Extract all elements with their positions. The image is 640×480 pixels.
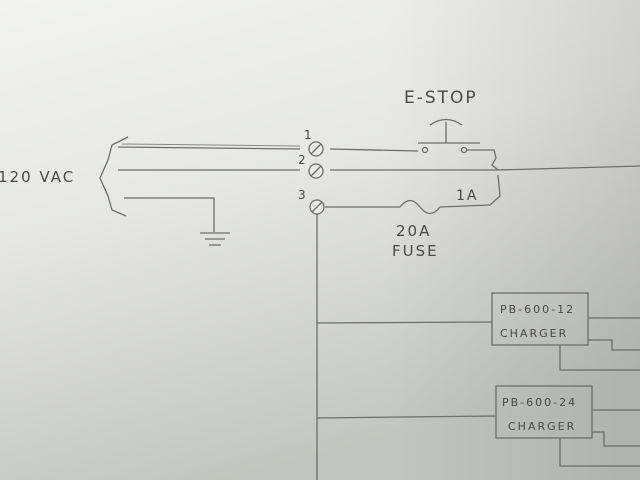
wire-line-1 <box>117 146 419 152</box>
charger-1-model: PB-600-12 <box>500 303 575 316</box>
ground-icon <box>200 232 230 246</box>
fuse-word-label: FUSE <box>392 242 439 260</box>
charger-2-model: PB-600-24 <box>502 396 577 409</box>
charger-2-kind: CHARGER <box>508 420 576 433</box>
wire-to-charger-1 <box>316 321 493 324</box>
terminal-number-1: 1 <box>304 128 314 142</box>
wire-charger-1-out <box>559 317 640 371</box>
supply-brace <box>99 136 129 217</box>
terminal-number-2: 2 <box>298 153 308 167</box>
screw-terminal-icon <box>308 141 324 157</box>
wire-line-1-upper <box>121 143 301 147</box>
wire-ground <box>124 197 215 232</box>
charger-block-1: PB-600-12 CHARGER <box>491 292 589 346</box>
charger-1-kind: CHARGER <box>500 327 568 340</box>
charger-block-2: PB-600-24 CHARGER <box>495 385 593 439</box>
supply-label: 120 VAC <box>0 168 75 186</box>
pushbutton-icon <box>418 118 480 154</box>
fuse-rating-label: 20A <box>396 222 431 240</box>
fuse-output-label: 1A <box>456 188 478 204</box>
screw-terminal-icon <box>308 163 324 179</box>
wire-estop-out <box>467 149 499 171</box>
estop-label: E-STOP <box>404 88 478 108</box>
wire-line-3 <box>325 174 501 208</box>
terminal-number-3: 3 <box>298 188 308 202</box>
screw-terminal-icon <box>309 199 325 215</box>
fuse-icon <box>399 199 441 215</box>
wire-charger-2-out <box>559 409 640 467</box>
wire-to-charger-2 <box>316 415 497 419</box>
